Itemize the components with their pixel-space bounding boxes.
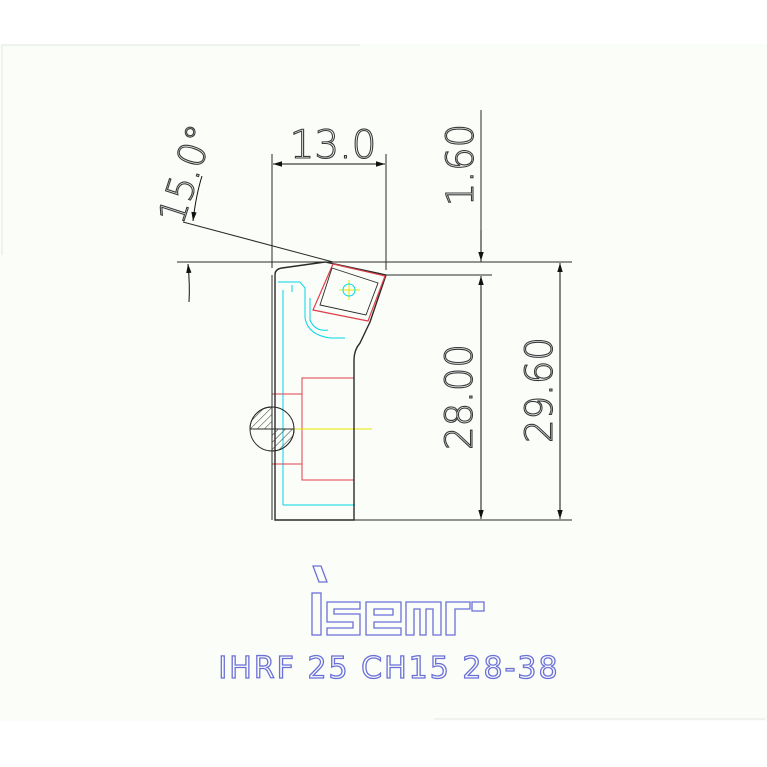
dimension-arrows xyxy=(186,161,563,519)
dim-width-label: 13.0 xyxy=(290,123,377,168)
insert-outline xyxy=(312,263,386,322)
dim-height-inner-label: 28.00 xyxy=(438,344,481,450)
angle-arrow-lower xyxy=(186,263,192,303)
dim-angle-label: 15.0° xyxy=(150,120,222,229)
screw-hatch-lower xyxy=(271,428,295,452)
dim-height-total-label: 29.60 xyxy=(518,337,561,443)
pocket-lines xyxy=(278,281,355,506)
insert-screw-hole xyxy=(342,283,356,297)
screw-hatch-upper xyxy=(249,406,273,430)
part-number-label: IHRF 25 CH15 28-38 xyxy=(218,651,559,686)
pocket-contour xyxy=(278,281,345,339)
dim-offset-label: 1.60 xyxy=(439,124,482,206)
angle-arrow-upper xyxy=(191,175,203,222)
logo-dot xyxy=(312,565,328,583)
brand-logo xyxy=(311,565,485,636)
drawing-sheet xyxy=(0,44,767,721)
insert-seat xyxy=(319,267,379,316)
tool-body-outline xyxy=(274,261,387,521)
dimension-lines xyxy=(177,110,572,521)
